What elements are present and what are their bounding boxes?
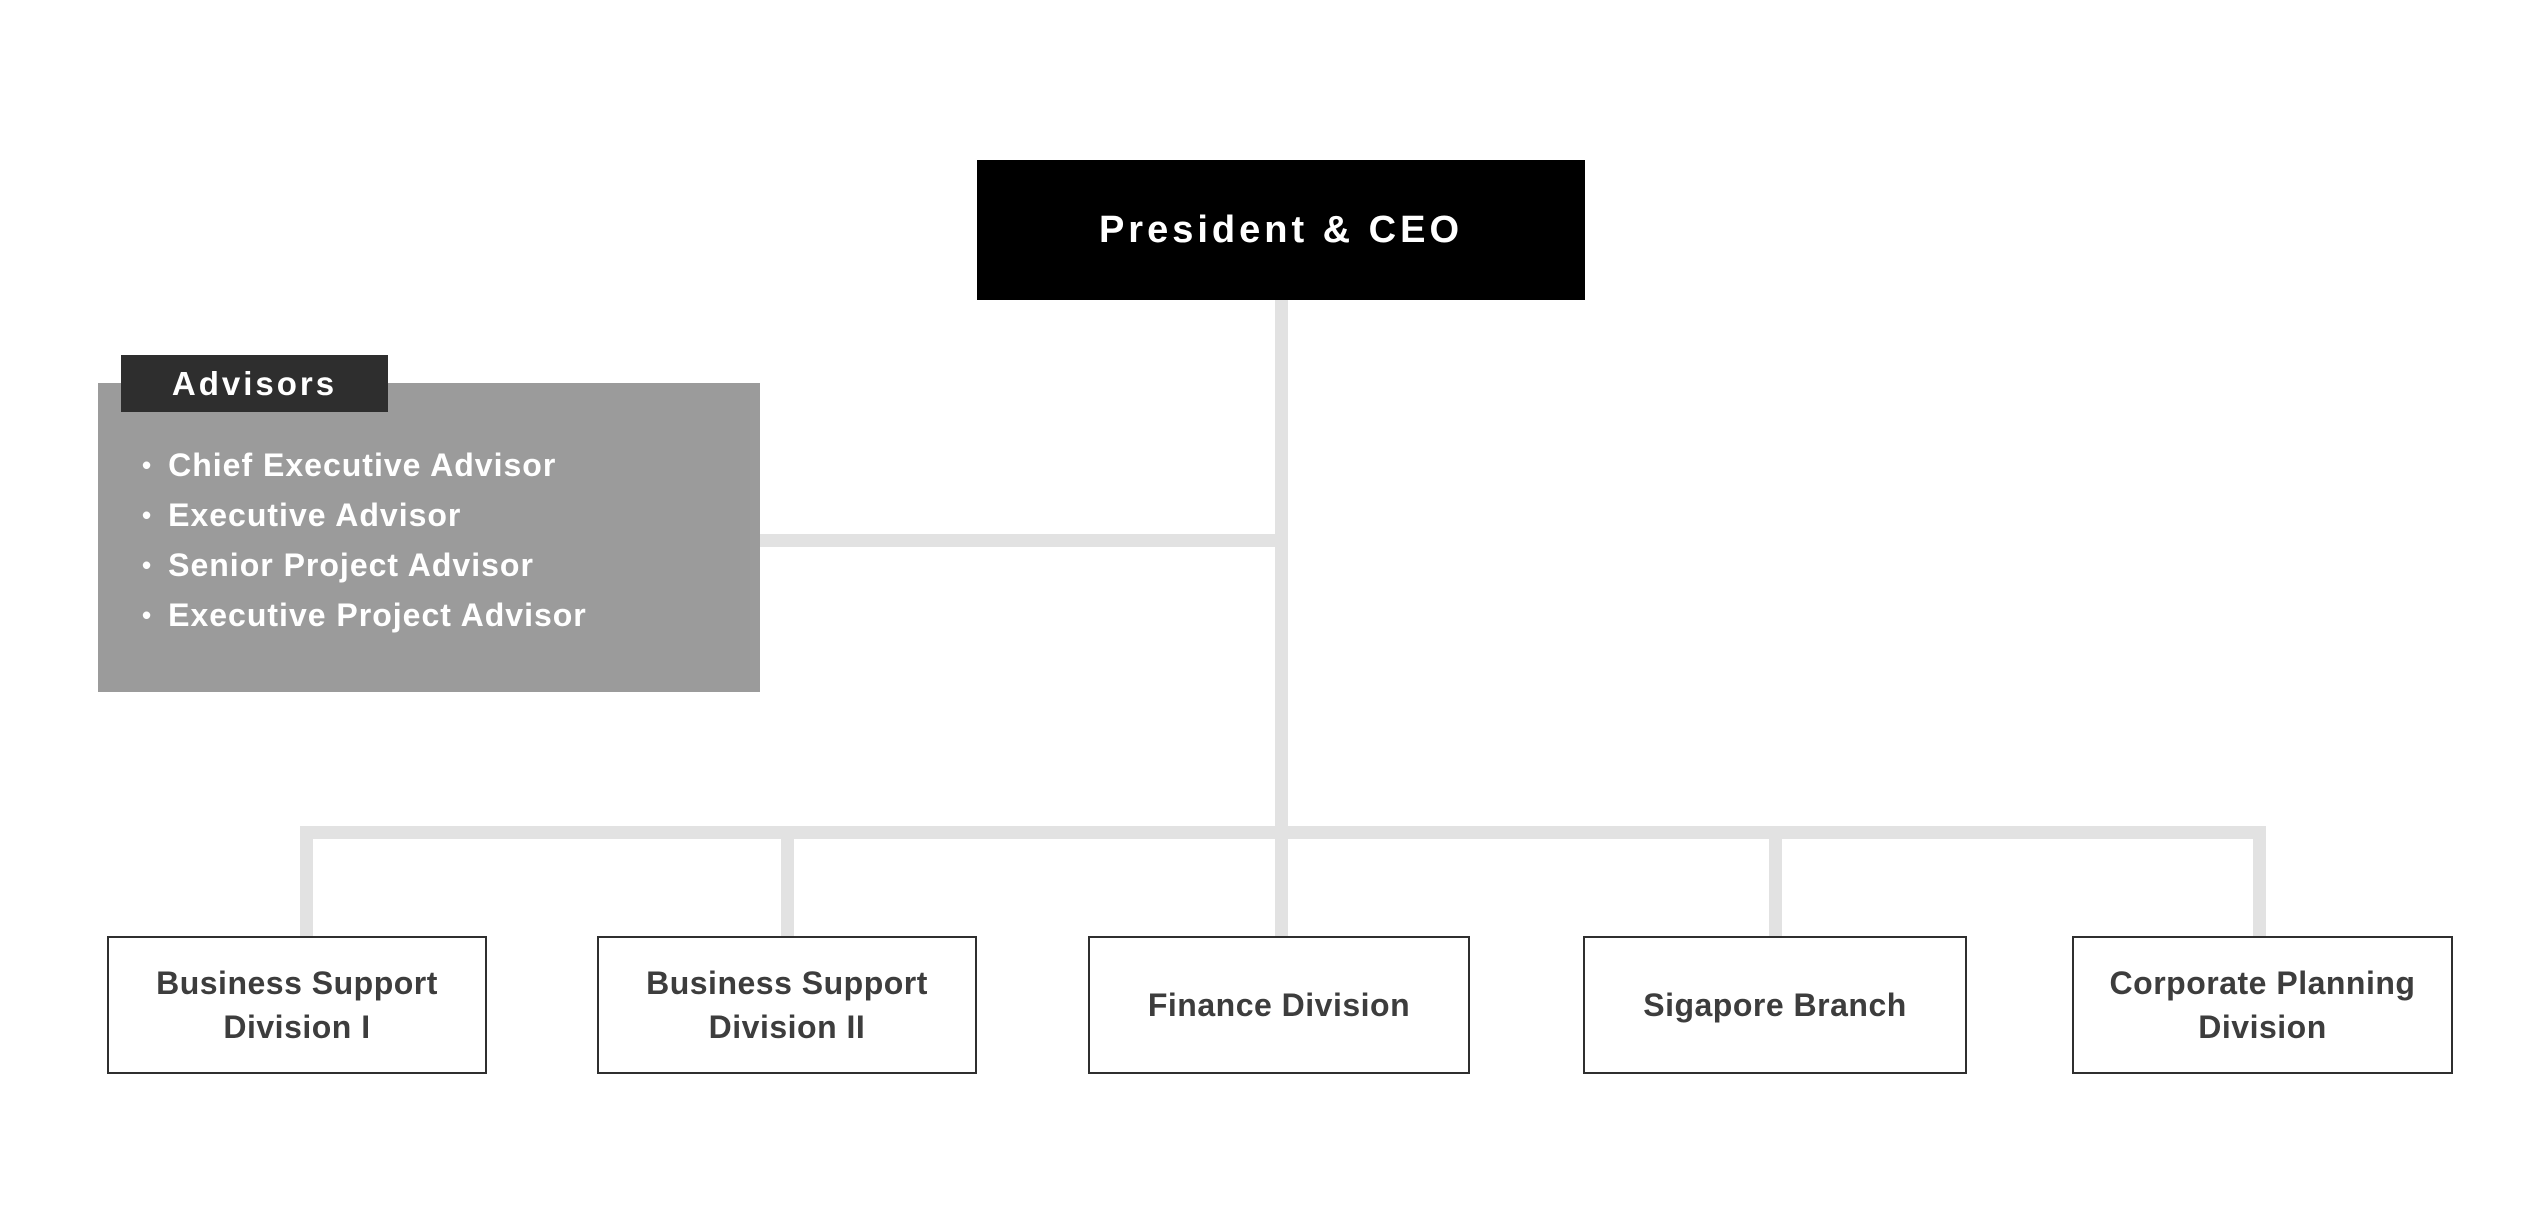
connector-advisors-line [757,534,1288,547]
node-business-support-division-2: Business Support Division II [597,936,977,1074]
advisors-tab-label: Advisors [171,364,338,402]
node-corporate-planning-division: Corporate Planning Division [2072,936,2453,1074]
node-sigapore-branch: Sigapore Branch [1583,936,1967,1074]
advisor-list-item: • Senior Project Advisor [142,540,750,590]
node-advisors: Advisors • Chief Executive Advisor • Exe… [98,355,760,692]
division-label: Sigapore Branch [1643,987,1907,1023]
advisor-list-item: • Executive Advisor [142,490,750,540]
division-label: Business Support Division I [156,965,438,1045]
advisor-item-label: Executive Project Advisor [168,596,587,633]
bullet-icon: • [142,499,153,530]
connector-distribution-bar [300,826,2266,839]
connector-ceo-vertical-line [1275,300,1288,936]
bullet-icon: • [142,549,153,580]
division-label: Corporate Planning Division [2109,965,2416,1045]
bullet-icon: • [142,449,153,480]
advisors-tab: Advisors [121,355,388,412]
node-president-ceo: President & CEO [977,160,1585,300]
node-business-support-division-1: Business Support Division I [107,936,487,1074]
advisor-list-item: • Executive Project Advisor [142,590,750,640]
advisor-item-label: Executive Advisor [168,496,462,533]
division-label: Business Support Division II [646,965,928,1045]
connector-stub-division-5 [2253,839,2266,936]
division-label: Finance Division [1147,987,1411,1023]
advisor-item-label: Chief Executive Advisor [168,446,557,483]
connector-stub-division-1 [300,839,313,936]
advisors-list: • Chief Executive Advisor • Executive Ad… [142,440,750,640]
connector-stub-division-4 [1769,839,1782,936]
president-ceo-label: President & CEO [1098,208,1464,251]
advisor-item-label: Senior Project Advisor [168,546,534,583]
bullet-icon: • [142,599,153,630]
advisor-list-item: • Chief Executive Advisor [142,440,750,490]
node-finance-division: Finance Division [1088,936,1470,1074]
connector-stub-division-2 [781,839,794,936]
